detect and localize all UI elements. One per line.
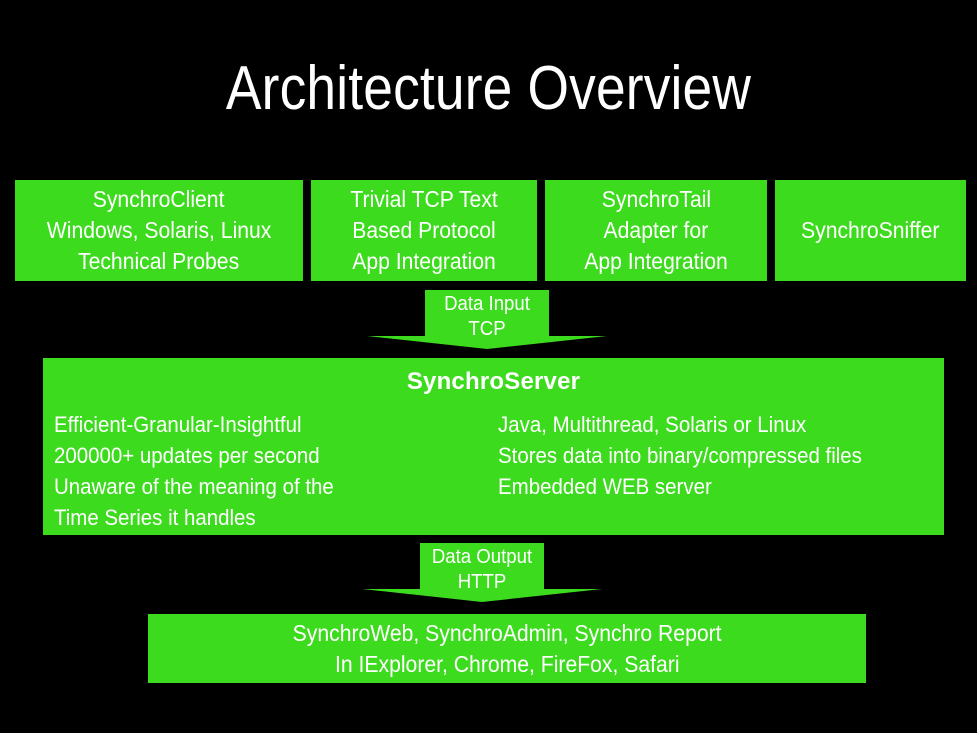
component-line: Trivial TCP Text [350,186,498,212]
server-detail-line: Embedded WEB server [497,474,712,499]
server-detail-line: 200000+ updates per second [54,443,320,468]
component-box-synchrosniffer[interactable]: SynchroSniffer [775,180,966,281]
page-title: Architecture Overview [225,54,752,123]
component-line: App Integration [352,248,496,274]
server-detail-line: Java, Multithread, Solaris or Linux [497,412,806,437]
component-box-clients[interactable]: SynchroWeb, SynchroAdmin, Synchro Report… [148,614,866,683]
client-line: In IExplorer, Chrome, FireFox, Safari [334,650,680,677]
component-line: Adapter for [603,217,709,243]
data-input-arrow: Data Input TCP [367,290,607,352]
component-line: Windows, Solaris, Linux [46,217,272,243]
component-box-trivial-tcp[interactable]: Trivial TCP Text Based Protocol App Inte… [311,180,537,281]
server-detail-line: Efficient-Granular-Insightful [54,412,302,437]
synchroserver-right-column: Java, Multithread, Solaris or Linux Stor… [491,409,944,533]
server-detail-line: Time Series it handles [54,505,256,530]
component-line: SynchroSniffer [801,217,940,243]
data-output-arrow: Data Output HTTP [362,543,602,605]
component-line: Based Protocol [352,217,496,243]
component-box-synchroserver[interactable]: SynchroServer Efficient-Granular-Insight… [43,358,944,535]
component-box-synchrotail[interactable]: SynchroTail Adapter for App Integration [545,180,767,281]
component-line: App Integration [584,248,728,274]
server-detail-line: Stores data into binary/compressed files [497,443,862,468]
synchroserver-detail-columns: Efficient-Granular-Insightful 200000+ up… [43,397,944,533]
component-line: SynchroClient [93,186,225,212]
client-line: SynchroWeb, SynchroAdmin, Synchro Report [292,619,722,646]
synchroserver-heading: SynchroServer [406,368,581,395]
synchroserver-left-column: Efficient-Granular-Insightful 200000+ up… [43,409,491,533]
component-box-synchroclient[interactable]: SynchroClient Windows, Solaris, Linux Te… [15,180,303,281]
component-line: SynchroTail [601,186,711,212]
server-detail-line: Unaware of the meaning of the [54,474,334,499]
down-arrow-icon [362,543,602,602]
down-arrow-icon [367,290,607,349]
component-line: Technical Probes [78,248,240,274]
